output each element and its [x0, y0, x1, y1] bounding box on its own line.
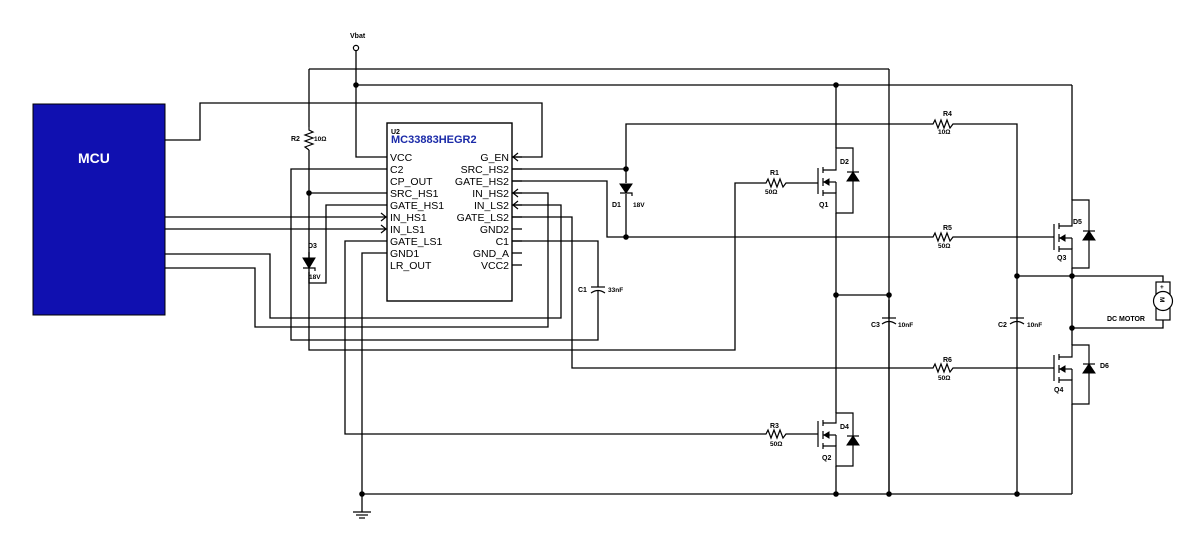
- zener-d1: D1 18V: [612, 183, 645, 209]
- resistor-r1: R1 50Ω: [763, 170, 818, 196]
- r4-value: 10Ω: [938, 129, 950, 136]
- chip-pin-in_hs2: IN_HS2: [472, 188, 509, 200]
- vbat-terminal-icon: [352, 44, 360, 52]
- pin-input-arrow-icon: [512, 152, 519, 162]
- motor-symbol: M: [1158, 297, 1165, 302]
- chip-pin-c1: C1: [496, 236, 510, 248]
- d3-value: 18V: [309, 274, 321, 281]
- pin-input-arrow-icon: [380, 224, 387, 234]
- capacitor-c3: C3 10nF: [871, 317, 913, 494]
- pin-input-arrow-icon: [380, 212, 387, 222]
- chip-pin-gnd_a: GND_A: [473, 248, 509, 260]
- chip-pin-gate_hs1: GATE_HS1: [390, 200, 444, 212]
- mosfet-q4: Q4: [1053, 344, 1090, 405]
- resistor-r4: R4 10Ω: [930, 111, 956, 136]
- mosfet-q1: Q1: [817, 147, 854, 214]
- mcu-block: [32, 103, 166, 316]
- d1-ref: D1: [612, 202, 621, 209]
- motor-icon: [1152, 290, 1174, 312]
- junctions: [306, 82, 1075, 497]
- chip-pin-gate_ls1: GATE_LS1: [390, 236, 442, 248]
- r6-ref: R6: [943, 357, 952, 364]
- chip-pin-vcc: VCC: [390, 152, 413, 164]
- capacitor-c2: C2 10nF: [998, 317, 1042, 329]
- diode-d5: D5: [1073, 219, 1096, 241]
- resistor-r3: R3 50Ω: [763, 423, 818, 448]
- c2-value: 10nF: [1027, 322, 1042, 329]
- q3-ref: Q3: [1057, 255, 1066, 262]
- resistor-r5: R5 50Ω: [930, 225, 1054, 250]
- chip-pin-src_hs1: SRC_HS1: [390, 188, 439, 200]
- chip-body: [386, 122, 513, 302]
- chip-pin-lr_out: LR_OUT: [390, 260, 432, 272]
- ground-icon: [353, 511, 371, 519]
- chip-pin-cp_out: CP_OUT: [390, 176, 433, 188]
- d1-value: 18V: [633, 202, 645, 209]
- r3-ref: R3: [770, 423, 779, 430]
- chip-ref: U2: [391, 129, 400, 136]
- resistor-r2: R2 10Ω: [291, 127, 326, 151]
- c3-value: 10nF: [898, 322, 913, 329]
- d2-ref: D2: [840, 159, 849, 166]
- r1-value: 50Ω: [765, 189, 777, 196]
- r6-value: 50Ω: [938, 375, 950, 382]
- mcu-label: MCU: [78, 150, 110, 166]
- q4-ref: Q4: [1054, 387, 1063, 394]
- q2-ref: Q2: [822, 455, 831, 462]
- r5-value: 50Ω: [938, 243, 950, 250]
- vbat-label: Vbat: [350, 33, 366, 40]
- chip-pin-g_en: G_EN: [480, 152, 509, 164]
- chip-pin-gnd2: GND2: [480, 224, 509, 236]
- d4-ref: D4: [840, 424, 849, 431]
- d6-ref: D6: [1100, 363, 1109, 370]
- diode-d4: D4: [840, 424, 860, 446]
- r2-value: 10Ω: [314, 136, 326, 143]
- chip-pin-in_hs1: IN_HS1: [390, 212, 427, 224]
- r1-ref: R1: [770, 170, 779, 177]
- r2-ref: R2: [291, 136, 300, 143]
- chip-pin-c2: C2: [390, 164, 404, 176]
- motor-plus: +: [1160, 284, 1164, 291]
- pin-input-arrow-icon: [512, 200, 519, 210]
- pin-input-arrow-icon: [512, 188, 519, 198]
- chip-u2: U2 MC33883HEGR2 VCCC2CP_OUTSRC_HS1GATE_H…: [380, 122, 522, 302]
- r4-ref: R4: [943, 111, 952, 118]
- d5-ref: D5: [1073, 219, 1082, 226]
- chip-right-pins: G_ENSRC_HS2GATE_HS2IN_HS2IN_LS2GATE_LS2G…: [455, 152, 522, 272]
- r5-ref: R5: [943, 225, 952, 232]
- diode-d2: D2: [840, 159, 860, 182]
- dc-motor: M + DC MOTOR: [1107, 281, 1174, 323]
- chip-pin-vcc2: VCC2: [481, 260, 509, 272]
- wires: [165, 50, 1164, 512]
- motor-label: DC MOTOR: [1107, 316, 1145, 323]
- mosfet-q2: Q2: [817, 412, 854, 467]
- chip-pin-src_hs2: SRC_HS2: [461, 164, 510, 176]
- resistor-r6: R6 50Ω: [930, 357, 1054, 382]
- chip-pin-in_ls2: IN_LS2: [474, 200, 509, 212]
- c1-ref: C1: [578, 287, 587, 294]
- diode-d6: D6: [1082, 363, 1109, 374]
- chip-pin-gate_ls2: GATE_LS2: [457, 212, 509, 224]
- chip-left-pins: VCCC2CP_OUTSRC_HS1GATE_HS1IN_HS1IN_LS1GA…: [380, 152, 444, 272]
- q1-ref: Q1: [819, 202, 828, 209]
- mosfet-q3: Q3: [1053, 199, 1090, 269]
- r3-value: 50Ω: [770, 441, 782, 448]
- chip-pin-gnd1: GND1: [390, 248, 419, 260]
- chip-pin-in_ls1: IN_LS1: [390, 224, 425, 236]
- c2-ref: C2: [998, 322, 1007, 329]
- zener-d3: D3 18V: [302, 243, 321, 281]
- chip-pin-gate_hs2: GATE_HS2: [455, 176, 509, 188]
- chip-part-name: MC33883HEGR2: [391, 134, 477, 146]
- capacitor-c1: C1 33nF: [578, 286, 623, 300]
- c3-ref: C3: [871, 322, 880, 329]
- c1-value: 33nF: [608, 287, 623, 294]
- d3-ref: D3: [308, 243, 317, 250]
